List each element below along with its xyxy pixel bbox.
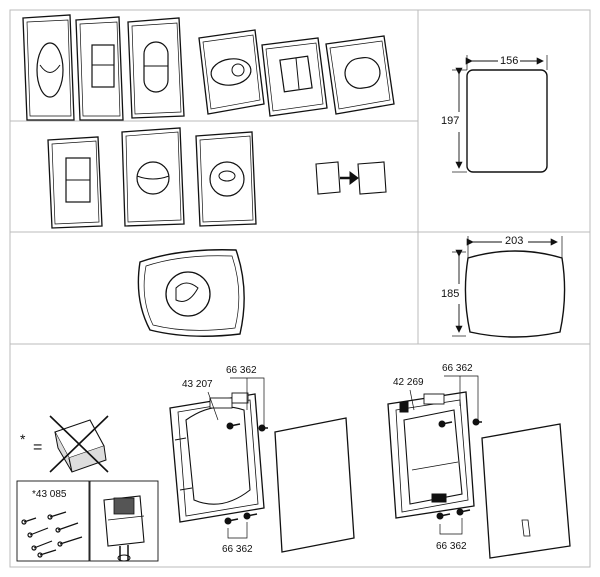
dim-height-curved: 185 (441, 288, 460, 300)
flush-plate-8 (121, 127, 185, 227)
frame-code-left: 43 207 (182, 379, 213, 390)
leader-lines-right (409, 375, 479, 535)
screws-right (436, 418, 482, 520)
rect-plate-outline (452, 55, 548, 173)
cover-plate-left (274, 417, 355, 553)
dim-width-rect: 156 (500, 55, 519, 67)
screw-code-right-top: 66 362 (442, 363, 473, 374)
kit-code: *43 085 (32, 489, 67, 500)
screws-left (224, 422, 268, 525)
footnote-equals: = (33, 439, 43, 456)
curved-plate-outline (452, 236, 566, 338)
flush-plate-6 (325, 35, 395, 115)
footnote-marker: * (20, 431, 26, 447)
screw-code-left-bottom: 66 362 (222, 544, 253, 555)
cover-plate-right (481, 423, 571, 559)
dim-width-curved: 203 (505, 235, 524, 247)
crossed-box-icon (49, 415, 109, 473)
screw-code-right-bottom: 66 362 (436, 541, 467, 552)
cover-swap-icon (315, 161, 387, 195)
flush-plate-1 (22, 14, 75, 121)
flush-plate-3 (127, 17, 185, 119)
dim-height-rect: 197 (441, 115, 460, 127)
frame-code-right: 42 269 (393, 377, 424, 388)
flush-plate-2 (75, 16, 124, 121)
flush-plate-9 (195, 131, 257, 227)
screw-kit-box (16, 480, 90, 562)
flush-plate-curved (137, 249, 245, 337)
mounting-frame-left (169, 392, 265, 523)
flush-plate-4 (198, 29, 265, 115)
flush-plate-5 (261, 37, 328, 117)
cistern-illustration (89, 480, 159, 562)
flush-plate-7 (47, 136, 103, 229)
leader-lines-left (207, 377, 265, 539)
screw-code-left-top: 66 362 (226, 365, 257, 376)
grid-lines (9, 9, 591, 568)
mounting-frame-right (387, 391, 475, 519)
